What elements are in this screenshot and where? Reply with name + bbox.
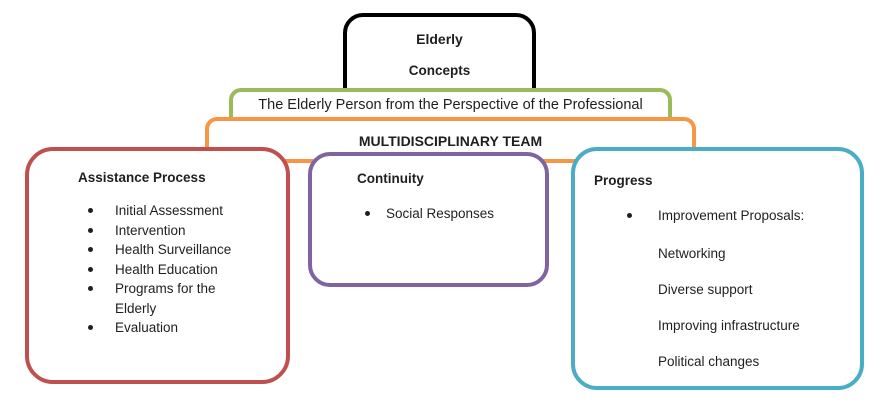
list-item: Improvement Proposals: [575,206,860,226]
list-subitem: Networking [658,245,726,261]
node-elderly-concepts-line2: Concepts [408,63,471,78]
assistance-process-list: Initial Assessment Intervention Health S… [29,201,286,338]
bullet-icon [88,266,93,272]
progress-list: Improvement Proposals: Networking Divers… [575,206,860,370]
node-progress: Progress Improvement Proposals: Networki… [571,147,864,390]
list-item: Health Education [29,260,286,280]
list-item: Health Surveillance [29,240,286,260]
list-subitem: Improving infrastructure [658,317,800,333]
list-item: Programs for the Elderly [29,279,286,318]
list-item-label: Intervention [115,222,186,238]
list-item-label: Health Education [115,261,218,277]
node-assistance-process: Assistance Process Initial Assessment In… [25,147,290,384]
bullet-icon [88,227,93,233]
list-item: Initial Assessment [29,201,286,221]
node-elderly-concepts-line1: Elderly [416,31,463,47]
bullet-icon [88,325,93,330]
node-elderly-person-perspective-label: The Elderly Person from the Perspective … [258,97,643,113]
node-continuity-title: Continuity [357,171,424,186]
node-assistance-process-title: Assistance Process [78,170,206,185]
list-item: Intervention [29,221,286,241]
bullet-icon [627,213,632,218]
bullet-icon [365,211,370,216]
list-subitem: Political changes [658,353,760,369]
bullet-icon [88,286,93,291]
list-item-label: Initial Assessment [115,203,224,218]
list-item-label: Social Responses [386,206,495,221]
node-progress-title: Progress [594,173,653,188]
list-item-label: Improvement Proposals: [658,208,805,223]
list-item-label: Programs for the Elderly [115,281,216,316]
node-multidisciplinary-team-label: MULTIDISCIPLINARY TEAM [358,133,543,149]
bullet-icon [88,247,93,252]
list-subitem: Diverse support [658,281,753,297]
list-item-label: Evaluation [115,320,179,335]
list-item-label: Health Surveillance [115,242,232,257]
bullet-icon [88,208,93,213]
list-item: Social Responses [312,204,545,224]
list-item: Evaluation [29,318,286,338]
continuity-list: Social Responses [312,204,545,224]
node-continuity: Continuity Social Responses [308,152,549,287]
